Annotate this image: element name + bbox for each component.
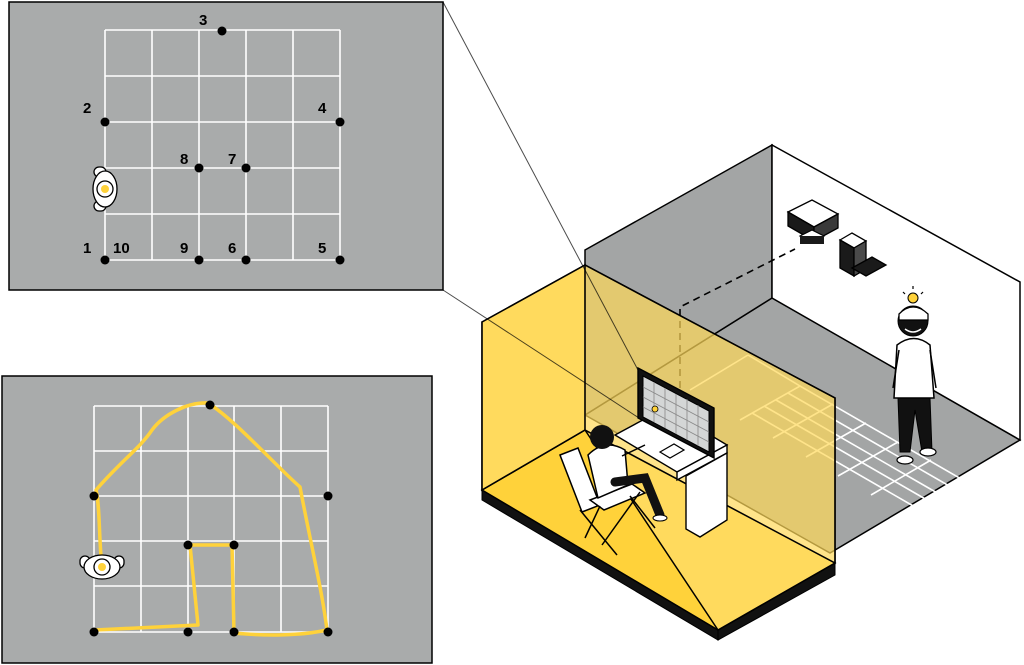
top-map-labels: 1 10 2 3 4 5 6 7 8 9 xyxy=(83,12,327,257)
top-map-grid xyxy=(104,29,341,261)
waypoint-label-6: 6 xyxy=(228,240,236,257)
waypoint-dot xyxy=(194,163,204,173)
waypoint-dot xyxy=(89,491,99,501)
waypoint-label-8: 8 xyxy=(180,151,188,168)
waypoint-dot xyxy=(229,540,239,550)
waypoint-label-5: 5 xyxy=(318,240,326,257)
isometric-room xyxy=(442,1,1022,641)
waypoint-label-3: 3 xyxy=(199,12,207,29)
waypoint-label-1: 1 xyxy=(83,240,91,257)
seated-operator xyxy=(559,425,668,556)
waypoint-dot xyxy=(183,540,193,550)
lightbulb-icon xyxy=(902,286,924,304)
bottom-map-waypoints xyxy=(89,400,333,637)
waypoint-label-7: 7 xyxy=(228,151,236,168)
standing-participant xyxy=(892,286,937,465)
waypoint-label-9: 9 xyxy=(180,240,188,257)
waypoint-label-4: 4 xyxy=(318,100,327,117)
zoom-line-lower xyxy=(442,289,640,419)
monitor-icon xyxy=(637,366,715,460)
top-map-waypoints xyxy=(100,26,345,265)
waypoint-label-10: 10 xyxy=(113,240,130,257)
person-top-view-icon xyxy=(79,554,125,580)
waypoint-dot xyxy=(335,117,345,127)
waypoint-dot xyxy=(323,491,333,501)
waypoint-dot xyxy=(183,627,193,637)
waypoint-dot xyxy=(241,163,251,173)
waypoint-dot xyxy=(89,627,99,637)
waypoint-dot xyxy=(194,255,204,265)
waypoint-label-2: 2 xyxy=(83,100,91,117)
bottom-map-panel xyxy=(1,375,433,664)
top-map-background xyxy=(8,1,444,291)
waypoint-dot xyxy=(241,255,251,265)
drawn-route-path xyxy=(93,401,329,637)
camera-device-icon xyxy=(838,232,888,278)
zoom-line-upper xyxy=(442,1,639,371)
projector-icon xyxy=(786,199,840,244)
waypoint-dot xyxy=(205,400,215,410)
waypoint-dot xyxy=(100,117,110,127)
bottom-map-background xyxy=(1,375,433,664)
waypoint-dot xyxy=(217,26,227,36)
waypoint-dot xyxy=(100,255,110,265)
waypoint-dot xyxy=(229,627,239,637)
waypoint-dot xyxy=(323,627,333,637)
waypoint-dot xyxy=(335,255,345,265)
person-top-view-icon xyxy=(92,166,118,212)
top-map-panel: 1 10 2 3 4 5 6 7 8 9 xyxy=(8,1,444,291)
